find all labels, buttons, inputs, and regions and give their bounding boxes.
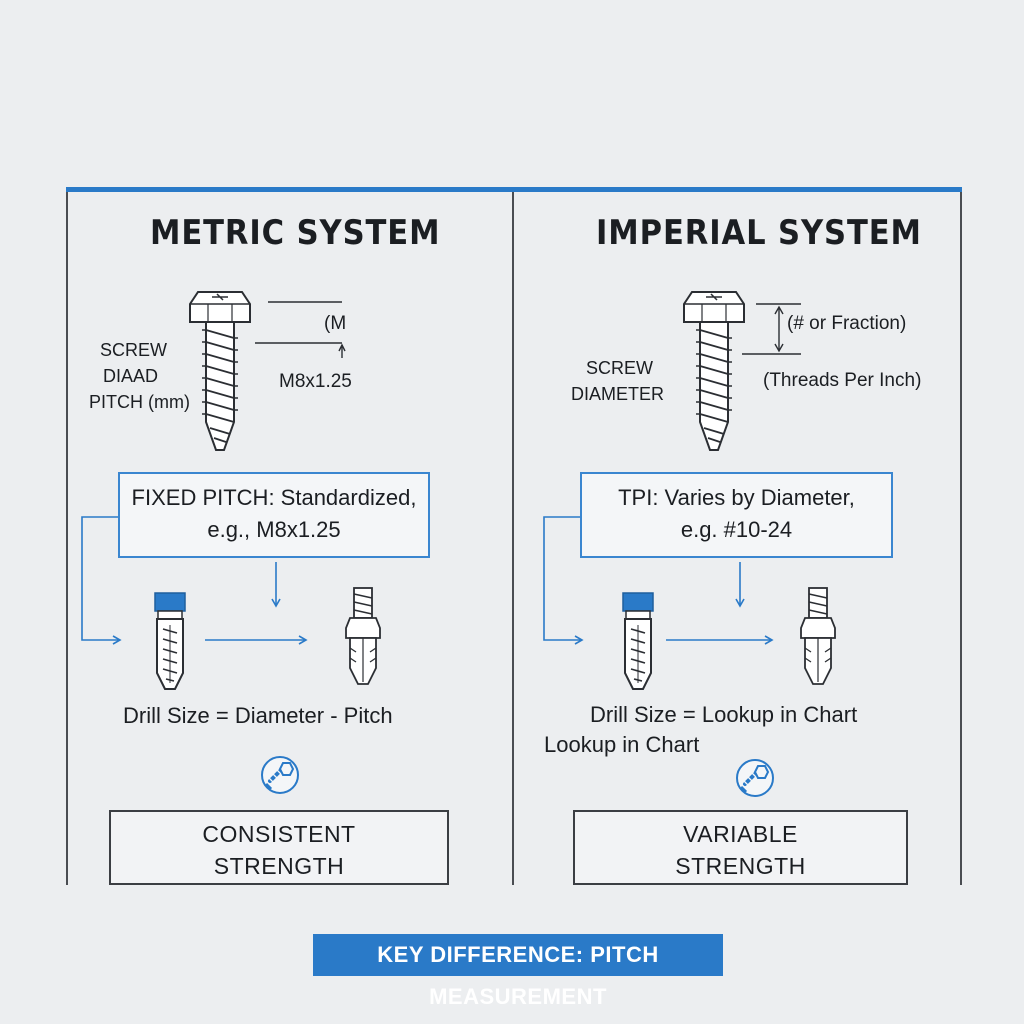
metric-screw-icon: [189, 291, 251, 451]
imperial-tpi-label: (Threads Per Inch): [763, 370, 922, 391]
imperial-bolt-nut-icon: [735, 758, 775, 798]
metric-info-box: FIXED PITCH: Standardized, e.g., M8x1.25: [118, 472, 430, 558]
header-accent-bar: [66, 187, 962, 192]
metric-flow-arrows: [81, 516, 308, 645]
metric-info-line2: e.g., M8x1.25: [207, 517, 341, 542]
metric-dimension-lines: [255, 301, 346, 358]
metric-info-line1: FIXED PITCH: Standardized,: [131, 485, 417, 510]
imperial-tap-drill-icon: [622, 592, 654, 690]
imperial-title: IMPERIAL SYSTEM: [596, 213, 922, 253]
metric-screw-label-line1: SCREW: [100, 340, 167, 360]
metric-screw-label-line3: PITCH (mm): [89, 392, 190, 412]
metric-strength-box: CONSISTENT STRENGTH: [109, 810, 449, 885]
imperial-strength-box: VARIABLE STRENGTH: [573, 810, 908, 885]
metric-anchor-icon: [345, 587, 381, 685]
imperial-dimension-lines: [742, 303, 801, 355]
metric-dimension-label: (M: [324, 313, 347, 334]
imperial-info-line2: e.g. #10-24: [680, 517, 793, 542]
imperial-screw-label-line1: SCREW: [586, 358, 653, 378]
imperial-strength-line1: VARIABLE: [683, 821, 798, 847]
metric-bolt-nut-icon: [260, 755, 300, 795]
panel-divider: [512, 192, 514, 885]
right-panel-border: [960, 192, 962, 885]
key-difference-banner: KEY DIFFERENCE: PITCH MEASUREMENT: [313, 934, 723, 1009]
metric-drill-size-text: Drill Size = Diameter - Pitch: [123, 703, 393, 728]
imperial-strength-line2: STRENGTH: [675, 853, 806, 879]
imperial-flow-arrows: [543, 516, 774, 645]
metric-tap-drill-icon: [154, 592, 186, 690]
imperial-screw-label: SCREW DIAMETER: [571, 355, 664, 407]
imperial-info-box: TPI: Varies by Diameter, e.g. #10-24: [580, 472, 893, 558]
imperial-screw-icon: [683, 291, 745, 451]
metric-screw-label: SCREW DIAAD PITCH (mm): [89, 337, 190, 415]
metric-title: METRIC SYSTEM: [150, 213, 441, 253]
imperial-screw-label-line2: DIAMETER: [571, 384, 665, 404]
imperial-dimension-label: (# or Fraction): [787, 313, 907, 334]
metric-screw-label-line2: DIAAD: [103, 366, 159, 386]
metric-designation: M8x1.25: [279, 371, 352, 392]
metric-strength-line1: CONSISTENT: [202, 821, 356, 847]
imperial-drill-size-text: Drill Size = Lookup in Chart: [590, 702, 858, 727]
left-panel-border: [66, 192, 68, 885]
imperial-anchor-icon: [800, 587, 836, 685]
metric-strength-line2: STRENGTH: [213, 853, 345, 879]
imperial-drill-size-extra: Lookup in Chart: [544, 732, 700, 757]
imperial-info-line1: TPI: Varies by Diameter,: [618, 485, 855, 510]
